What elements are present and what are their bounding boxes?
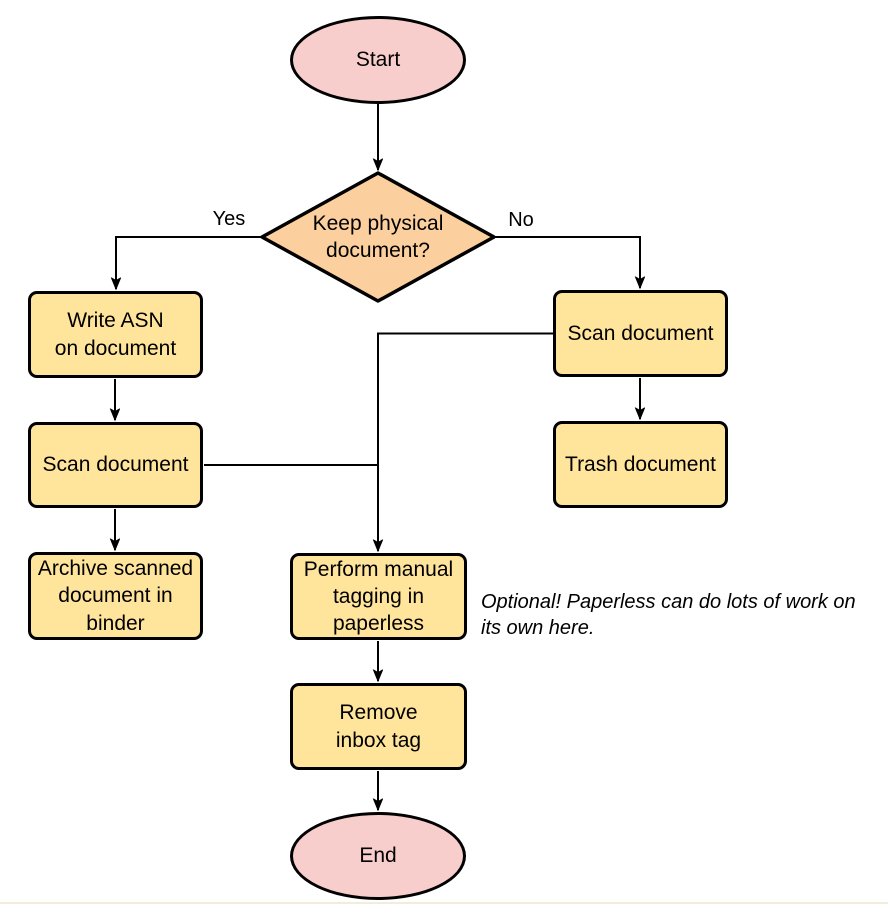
- edge-label-no: No: [508, 209, 534, 231]
- edge-decision-no-to-scan-right: [494, 236, 640, 288]
- node-manual-tagging: Perform manual tagging in paperless: [290, 553, 467, 640]
- node-end: End: [290, 812, 466, 900]
- node-scan-document-left: Scan document: [28, 422, 203, 508]
- node-scan-document-right: Scan document: [553, 290, 728, 377]
- node-archive-in-binder: Archive scanned document in binder: [28, 552, 203, 640]
- edge-label-yes: Yes: [212, 208, 246, 230]
- optional-note: Optional! Paperless can do lots of work …: [481, 591, 856, 639]
- edge-decision-yes-to-write-asn: [116, 236, 262, 289]
- node-remove-inbox-tag: Remove inbox tag: [290, 683, 467, 770]
- page-bottom-divider: [0, 902, 888, 904]
- node-write-asn: Write ASN on document: [28, 291, 203, 378]
- node-decision-label: Keep physical document?: [312, 211, 444, 262]
- node-decision-shape: [260, 171, 496, 303]
- node-start: Start: [290, 16, 466, 104]
- node-trash-document: Trash document: [553, 421, 728, 508]
- edge-scan-right-to-tagging: [378, 332, 553, 552]
